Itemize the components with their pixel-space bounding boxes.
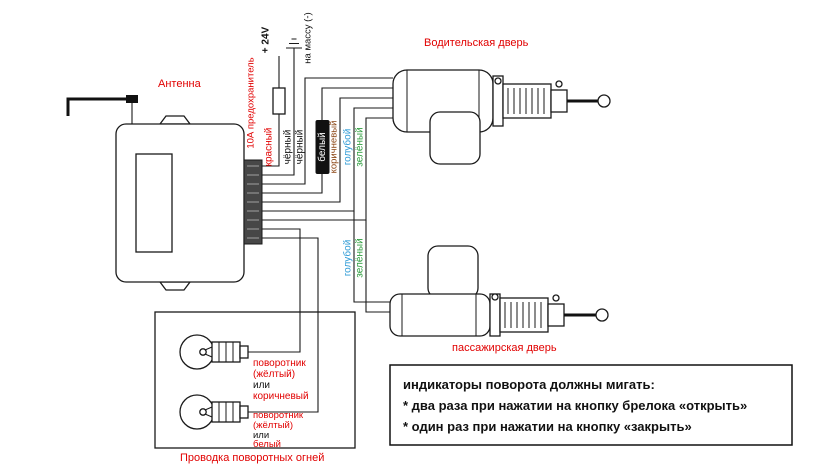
antenna-wire [66,95,138,124]
actuator-cylinder [429,111,481,165]
wire-label-red: красный [264,128,275,167]
wire-label-brown: коричневый [329,121,340,174]
power-label: + 24V [261,26,272,53]
wire-label-blue: голубой [342,129,354,166]
turn-wiring-label: Проводка поворотных огней [180,452,324,464]
bulb1-label-line4: коричневый [253,391,309,402]
actuator-shaft [547,303,565,327]
wire-black-ground [262,48,295,176]
spring-coils [504,302,542,328]
antenna-connector [126,95,138,103]
bulb-filament [204,346,213,358]
wire-blue [262,107,393,212]
wiring-harness [248,48,393,413]
note-line-3: * один раз при нажатии на кнопку «закрыт… [403,419,692,434]
fuse-symbol [272,87,286,115]
antenna-cable [66,97,128,116]
note-box [389,364,793,446]
actuator-screw-2 [552,294,560,302]
spring-coils [507,88,545,114]
ground-label: на массу (-) [303,12,314,63]
wire-label-white-bg [315,120,330,174]
control-unit-tab-top [158,115,192,125]
fuse-label: 10А предохранитель [246,57,257,148]
passenger-door-actuator [389,245,609,337]
actuator-spring-housing [499,297,549,333]
actuator-screw-2 [555,80,563,88]
bulb-filament [204,406,213,418]
passenger-door-label: пассажирская дверь [452,342,557,354]
wire-label-white: белый [316,132,328,161]
bulb1-label-line2: (жёлтый) [253,369,295,380]
wire-blue-branch [353,211,390,303]
bulb2-label-line3: или [253,430,269,441]
actuator-screw-1 [491,293,499,301]
wire-black-2 [262,77,393,185]
bulb1-label-line1: поворотник [253,358,306,369]
turn-signal-bulb-2 [179,394,249,430]
turn-signal-bulb-1 [179,334,249,370]
wire-label-blue-bottom: голубой [342,240,354,277]
control-unit-tab-bottom [158,281,192,291]
bulb-glass [179,394,215,430]
bulb-filament-coil [199,408,207,416]
actuator-body [389,293,491,337]
actuator-body-lines [401,294,477,336]
wire-turn-signal-2 [248,237,319,413]
actuator-cylinder [427,245,479,299]
wire-label-black-2: чёрный [295,130,306,165]
bulb2-label-line1: поворотник [253,410,304,421]
bulb-base-ridges [218,342,234,362]
bulb-filament-coil [199,348,207,356]
wire-label-green: зелёный [355,127,366,166]
wire-turn-signal-1 [248,228,301,353]
control-unit [115,115,245,291]
wire-label-green-bottom: зелёный [355,238,366,277]
wire-green [262,117,393,221]
control-unit-body [115,123,245,283]
driver-door-actuator [392,69,611,165]
actuator-rod-eye [597,94,611,108]
note-line-1: индикаторы поворота должны мигать: [403,377,655,392]
connector-pins [247,165,259,239]
driver-door-label: Водительская дверь [424,37,529,49]
actuator-spring-housing [502,83,552,119]
bulb-contact [239,405,249,419]
bulb-contact [239,345,249,359]
wiring-connector [243,159,263,245]
turn-signal-box [154,311,356,449]
bulb-glass [179,334,215,370]
actuator-shaft [550,89,568,113]
bulb2-label-line2: (жёлтый) [253,420,293,431]
wire-brown [262,97,393,203]
actuator-screw-1 [494,77,502,85]
wire-green-branch [365,220,390,313]
control-unit-window [135,153,173,253]
antenna-label: Антенна [158,78,202,90]
ground-symbol [286,38,302,49]
bulb2-label-line4: белый [253,439,281,450]
actuator-rod-eye [595,308,609,322]
wire-label-black-1: чёрный [283,130,294,165]
bulb1-label-line3: или [253,380,270,391]
bulb-base-ridges [218,402,234,422]
note-line-2: * два раза при нажатии на кнопку брелока… [403,398,747,413]
